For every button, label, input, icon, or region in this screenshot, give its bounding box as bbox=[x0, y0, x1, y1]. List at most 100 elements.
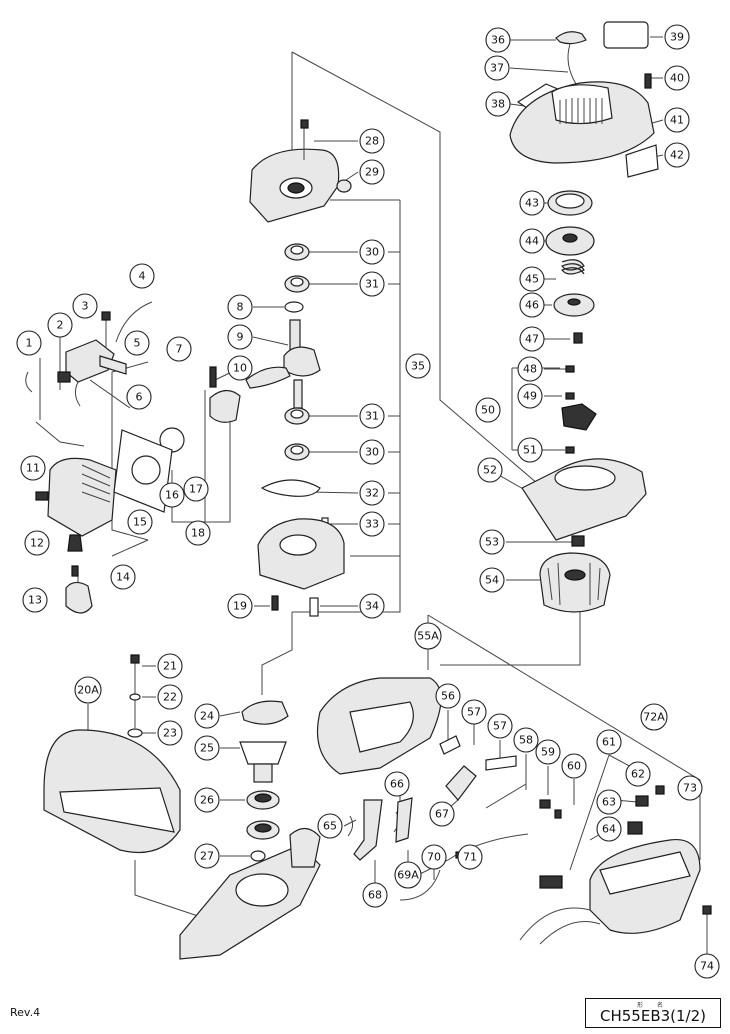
callout-label: 29 bbox=[365, 166, 379, 179]
callout-label: 65 bbox=[323, 820, 337, 833]
callout-label: 20A bbox=[77, 684, 99, 697]
callout-31: 31 bbox=[359, 271, 385, 297]
callout-label: 9 bbox=[237, 331, 244, 344]
callout-label: 62 bbox=[631, 768, 645, 781]
callout-61: 61 bbox=[596, 729, 622, 755]
cylinder-group bbox=[25, 301, 173, 614]
callout-40: 40 bbox=[664, 65, 690, 91]
callout-20A: 20A bbox=[74, 676, 102, 704]
callout-label: 56 bbox=[441, 690, 455, 703]
callout-label: 13 bbox=[28, 594, 42, 607]
callout-label: 54 bbox=[485, 574, 499, 587]
callout-26: 26 bbox=[194, 787, 220, 813]
callout-49: 49 bbox=[517, 383, 543, 409]
callout-9: 9 bbox=[227, 324, 253, 350]
callout-label: 32 bbox=[365, 487, 379, 500]
callout-52: 52 bbox=[477, 457, 503, 483]
callout-label: 1 bbox=[26, 337, 33, 350]
callout-label: 51 bbox=[523, 444, 537, 457]
callout-57: 57 bbox=[461, 699, 487, 725]
callout-label: 27 bbox=[200, 850, 214, 863]
callout-59: 59 bbox=[535, 739, 561, 765]
callout-label: 41 bbox=[670, 114, 684, 127]
callout-43: 43 bbox=[519, 190, 545, 216]
callout-label: 40 bbox=[670, 72, 684, 85]
callout-label: 63 bbox=[602, 796, 616, 809]
callout-label: 45 bbox=[525, 273, 539, 286]
callout-label: 26 bbox=[200, 794, 214, 807]
callout-12: 12 bbox=[24, 530, 50, 556]
callout-label: 42 bbox=[670, 149, 684, 162]
callout-label: 2 bbox=[57, 319, 64, 332]
callout-33: 33 bbox=[359, 511, 385, 537]
callout-label: 31 bbox=[365, 410, 379, 423]
callout-60: 60 bbox=[561, 753, 587, 779]
callout-13: 13 bbox=[22, 587, 48, 613]
callout-6: 6 bbox=[126, 384, 152, 410]
callout-label: 4 bbox=[139, 270, 146, 283]
callout-label: 19 bbox=[233, 600, 247, 613]
callout-46: 46 bbox=[519, 292, 545, 318]
callout-47: 47 bbox=[519, 326, 545, 352]
callout-70: 70 bbox=[421, 844, 447, 870]
callout-50: 50 bbox=[475, 397, 501, 423]
callout-68: 68 bbox=[362, 882, 388, 908]
callout-label: 43 bbox=[525, 197, 539, 210]
callout-36: 36 bbox=[485, 27, 511, 53]
callout-label: 60 bbox=[567, 760, 581, 773]
handle-group bbox=[316, 677, 712, 945]
callout-label: 47 bbox=[525, 333, 539, 346]
callout-17: 17 bbox=[183, 476, 209, 502]
callout-label: 58 bbox=[519, 734, 533, 747]
callout-label: 53 bbox=[485, 536, 499, 549]
callout-label: 10 bbox=[233, 362, 247, 375]
callout-45: 45 bbox=[519, 266, 545, 292]
callout-label: 28 bbox=[365, 135, 379, 148]
callout-label: 68 bbox=[368, 889, 382, 902]
callout-label: 30 bbox=[365, 246, 379, 259]
callout-10: 10 bbox=[227, 355, 253, 381]
callout-18: 18 bbox=[185, 520, 211, 546]
revision-label: Rev.4 bbox=[10, 1006, 41, 1019]
callout-57: 57 bbox=[487, 713, 513, 739]
callout-66: 66 bbox=[384, 771, 410, 797]
callout-label: 17 bbox=[189, 483, 203, 496]
callout-label: 52 bbox=[483, 464, 497, 477]
callout-label: 15 bbox=[133, 516, 147, 529]
callout-label: 64 bbox=[602, 823, 616, 836]
callout-label: 36 bbox=[491, 34, 505, 47]
callout-label: 44 bbox=[525, 235, 539, 248]
callout-28: 28 bbox=[359, 128, 385, 154]
callout-label: 73 bbox=[683, 782, 697, 795]
callout-label: 38 bbox=[491, 98, 505, 111]
callout-15: 15 bbox=[127, 509, 153, 535]
callout-label: 61 bbox=[602, 736, 616, 749]
callout-54: 54 bbox=[479, 567, 505, 593]
callout-71: 71 bbox=[457, 844, 483, 870]
callout-label: 46 bbox=[525, 299, 539, 312]
callout-label: 34 bbox=[365, 600, 379, 613]
callout-32: 32 bbox=[359, 480, 385, 506]
callout-64: 64 bbox=[596, 816, 622, 842]
callout-label: 21 bbox=[163, 660, 177, 673]
callout-51: 51 bbox=[517, 437, 543, 463]
callout-30: 30 bbox=[359, 439, 385, 465]
callout-4: 4 bbox=[129, 263, 155, 289]
callout-58: 58 bbox=[513, 727, 539, 753]
callout-label: 31 bbox=[365, 278, 379, 291]
callout-22: 22 bbox=[157, 684, 183, 710]
callout-label: 49 bbox=[523, 390, 537, 403]
callout-30: 30 bbox=[359, 239, 385, 265]
callout-48: 48 bbox=[517, 356, 543, 382]
callout-53: 53 bbox=[479, 529, 505, 555]
callout-label: 48 bbox=[523, 363, 537, 376]
callout-62: 62 bbox=[625, 761, 651, 787]
callout-29: 29 bbox=[359, 159, 385, 185]
recoil-starter-group bbox=[509, 21, 659, 613]
callout-55A: 55A bbox=[414, 622, 442, 650]
callout-73: 73 bbox=[677, 775, 703, 801]
clutch-group bbox=[43, 654, 321, 960]
callout-38: 38 bbox=[485, 91, 511, 117]
